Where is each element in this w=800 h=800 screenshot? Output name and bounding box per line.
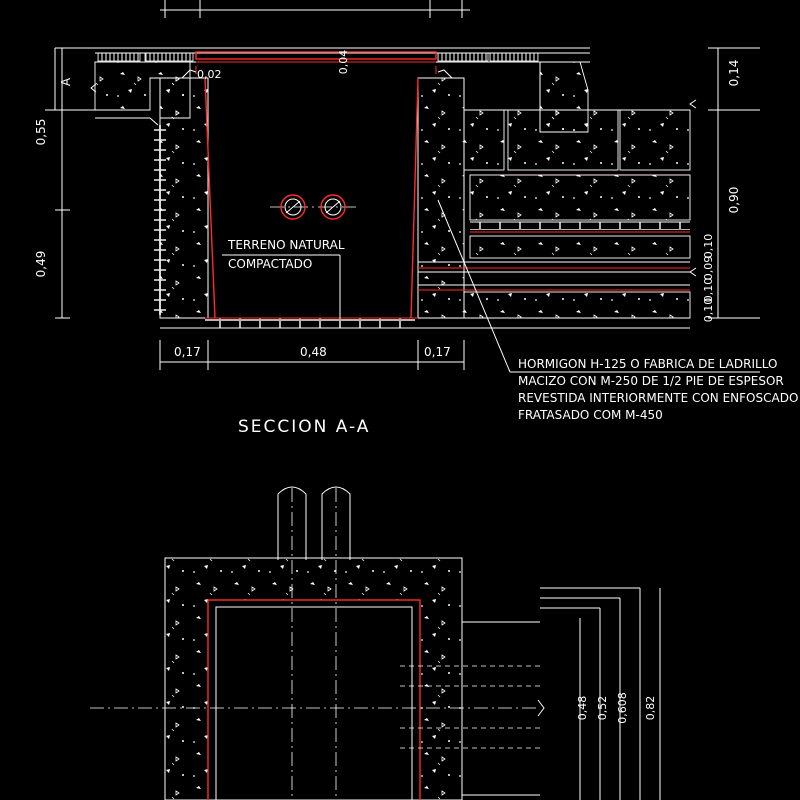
bottom-slab [160,317,690,329]
section-marker: A [45,48,97,111]
left-dimensions: 0,55 0,49 [34,47,70,319]
dim-plan-048: 0,48 [576,696,589,721]
plan-dimensions: 0,48 0,52 0,608 0,82 [540,587,661,800]
left-ground-block [94,61,191,126]
note-line2: MACIZO CON M-250 DE 1/2 PIE DE ESPESOR [518,374,784,388]
plan-centerlines [90,621,545,796]
dim-004: 0,04 [337,50,350,75]
dim-009: 0,09 [702,256,715,281]
right-dimensions: 0,14 0,90 0,10 0,09 0,10 0,10 [689,47,760,323]
terrain-label-line2: COMPACTADO [228,257,312,271]
lid-dimensions: 0,02 0,04 [197,50,350,81]
bottom-dimensions: 0,17 0,48 0,17 [159,340,465,370]
dim-017-left: 0,17 [174,345,201,359]
top-dimension-ticks [160,0,470,18]
dim-010b: 0,10 [702,278,715,303]
dim-090: 0,90 [727,187,741,214]
dim-002: 0,02 [197,68,222,81]
section-title: SECCION A-A [238,417,370,437]
section-marker-label: A [59,77,73,86]
dim-010c: 0,10 [702,298,715,323]
terrain-label-line1: TERRENO NATURAL [227,238,345,252]
manhole-lid [181,51,453,79]
plan-box [164,557,463,800]
dim-plan-082: 0,82 [644,696,657,721]
note-line1: HORMIGON H-125 O FABRICA DE LADRILLO [518,357,777,371]
section-view: TERRENO NATURAL COMPACTADO [34,0,798,437]
note-line3: REVESTIDA INTERIORMENTE CON ENFOSCADO [518,391,798,405]
section-pipes [270,194,358,220]
dim-plan-0608: 0,608 [616,692,629,724]
right-trench [418,61,691,319]
dim-055: 0,55 [34,119,48,146]
note-line4: FRATASADO COM M-450 [518,408,663,422]
dim-017-right: 0,17 [424,345,451,359]
plan-pipes [277,486,351,800]
dim-049: 0,49 [34,251,48,278]
terrain-label-box: TERRENO NATURAL COMPACTADO [222,238,345,318]
material-note: HORMIGON H-125 O FABRICA DE LADRILLO MAC… [437,199,798,422]
dim-048: 0,48 [300,345,327,359]
dim-plan-052: 0,52 [596,696,609,721]
plan-view: 0,48 0,52 0,608 0,82 [90,486,661,800]
dim-010a: 0,10 [702,234,715,259]
right-wall [410,77,465,319]
dim-014: 0,14 [727,60,741,87]
surface-pavement [55,47,590,63]
